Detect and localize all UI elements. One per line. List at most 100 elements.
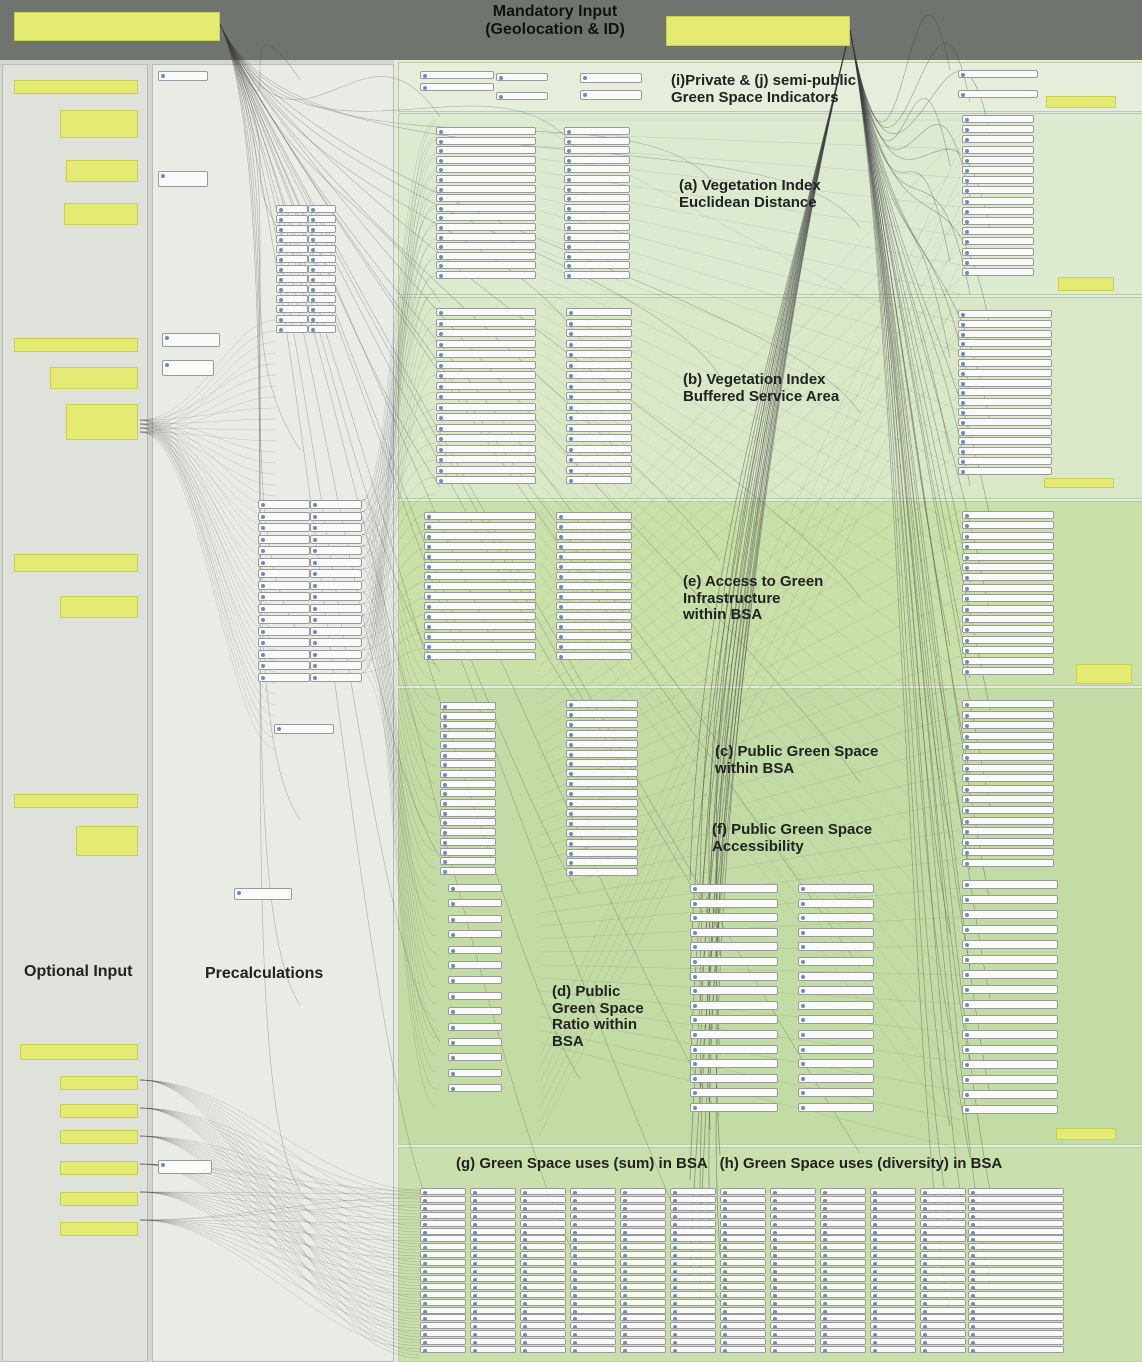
node-gs-uses[interactable]: [720, 1259, 766, 1267]
node-gs-uses[interactable]: [570, 1227, 616, 1235]
node-gs-uses[interactable]: [720, 1338, 766, 1346]
node-gs-uses[interactable]: [820, 1251, 866, 1259]
node-pgs-clip[interactable]: [440, 789, 496, 798]
node-ndvi-rename[interactable]: [564, 242, 630, 251]
node-gs-uses[interactable]: [420, 1195, 466, 1203]
node-gs-uses[interactable]: [470, 1298, 516, 1306]
node-gs-uses[interactable]: [520, 1306, 566, 1314]
node-gs-uses[interactable]: [570, 1203, 616, 1211]
node-ndvi-rename[interactable]: [564, 223, 630, 231]
node-ratio-calc[interactable]: [798, 913, 874, 923]
node-pgs-calc[interactable]: [566, 848, 638, 857]
node-area-join[interactable]: [690, 957, 778, 966]
node-ratio-field[interactable]: [962, 880, 1058, 889]
note-optional-input[interactable]: [50, 367, 138, 389]
node-gs-uses[interactable]: [620, 1338, 666, 1346]
node-buffer-calc[interactable]: [310, 557, 362, 567]
node-gs-diversity[interactable]: [968, 1188, 1064, 1195]
node-gs-uses[interactable]: [870, 1243, 916, 1251]
node-pgs-field[interactable]: [962, 837, 1054, 846]
node-gs-uses[interactable]: [770, 1211, 816, 1219]
node-gs-uses[interactable]: [420, 1259, 466, 1267]
node-bgs-join[interactable]: [424, 622, 536, 630]
node-gs-uses[interactable]: [420, 1290, 466, 1298]
node-gs-uses[interactable]: [420, 1243, 466, 1251]
node-gs-uses[interactable]: [720, 1243, 766, 1251]
node-sa-rename[interactable]: [566, 318, 632, 327]
node-gs-uses[interactable]: [720, 1330, 766, 1338]
node-gs-uses[interactable]: [920, 1274, 966, 1282]
node-gs-uses[interactable]: [920, 1235, 966, 1243]
node-pgs-clip[interactable]: [440, 818, 496, 827]
node-vegetation-calc[interactable]: [308, 225, 336, 233]
node-gs-uses[interactable]: [570, 1322, 616, 1330]
node-bgs-rename[interactable]: [556, 642, 632, 650]
node-ratio-field[interactable]: [962, 970, 1058, 979]
node-gs-uses[interactable]: [470, 1306, 516, 1314]
node-sa-field[interactable]: [958, 398, 1052, 407]
node-gs-uses[interactable]: [920, 1314, 966, 1322]
node-gs-uses[interactable]: [420, 1235, 466, 1243]
node-gs-uses[interactable]: [770, 1267, 816, 1274]
node-gs-uses[interactable]: [570, 1290, 616, 1298]
node-sa-field[interactable]: [958, 447, 1052, 456]
node-sa-join[interactable]: [436, 444, 536, 453]
node-gs-uses[interactable]: [520, 1290, 566, 1298]
node-bgs-rename[interactable]: [556, 562, 632, 570]
node-sa-field[interactable]: [958, 457, 1052, 465]
node-pgs-field[interactable]: [962, 763, 1054, 772]
node-bgs-field[interactable]: [962, 635, 1054, 644]
node-gs-uses[interactable]: [420, 1251, 466, 1259]
node-bgs-rename[interactable]: [556, 592, 632, 600]
node-gs-uses[interactable]: [620, 1259, 666, 1267]
node-gs-diversity[interactable]: [968, 1219, 1064, 1227]
node-precalc[interactable]: [162, 360, 214, 376]
node-vegetation-calc[interactable]: [308, 305, 336, 313]
node-ndvi-field[interactable]: [962, 206, 1034, 215]
node-precalc[interactable]: [158, 171, 208, 187]
node-bgs-field[interactable]: [962, 531, 1054, 540]
node-bsa-calc[interactable]: [448, 1053, 502, 1062]
node-gs-uses[interactable]: [670, 1306, 716, 1314]
node-precalc[interactable]: [274, 724, 334, 734]
node-sa-rename[interactable]: [566, 371, 632, 379]
node-gs-uses[interactable]: [820, 1203, 866, 1211]
node-sa-field[interactable]: [958, 319, 1052, 328]
node-buffer-calc[interactable]: [310, 626, 362, 636]
node-private-semi[interactable]: [580, 90, 642, 100]
node-gs-uses[interactable]: [620, 1219, 666, 1227]
node-gs-uses[interactable]: [920, 1338, 966, 1346]
node-sa-rename[interactable]: [566, 465, 632, 474]
node-gs-uses[interactable]: [520, 1282, 566, 1290]
node-bgs-join[interactable]: [424, 542, 536, 550]
node-gs-uses[interactable]: [820, 1290, 866, 1298]
node-gs-uses[interactable]: [720, 1195, 766, 1203]
node-vegetation-calc[interactable]: [308, 315, 336, 323]
node-ndvi-join[interactable]: [436, 194, 536, 203]
note-optional-input[interactable]: [60, 1222, 138, 1236]
node-ratio-field[interactable]: [962, 1105, 1058, 1114]
node-gs-uses[interactable]: [670, 1243, 716, 1251]
node-gs-diversity[interactable]: [968, 1314, 1064, 1322]
node-pgs-clip[interactable]: [440, 837, 496, 846]
node-ratio-field[interactable]: [962, 1075, 1058, 1084]
note-optional-input[interactable]: [66, 404, 138, 440]
node-gs-uses[interactable]: [570, 1243, 616, 1251]
node-gs-uses[interactable]: [470, 1290, 516, 1298]
node-bgs-join[interactable]: [424, 532, 536, 540]
node-gs-uses[interactable]: [520, 1346, 566, 1353]
node-area-join[interactable]: [690, 971, 778, 981]
node-pgs-calc[interactable]: [566, 759, 638, 768]
node-vegetation-calc[interactable]: [276, 215, 308, 223]
node-pgs-field[interactable]: [962, 742, 1054, 751]
node-bgs-rename[interactable]: [556, 572, 632, 580]
node-gs-uses[interactable]: [770, 1338, 816, 1346]
node-pgs-field[interactable]: [962, 774, 1054, 783]
node-private-semi[interactable]: [420, 83, 494, 91]
node-ndvi-join[interactable]: [436, 223, 536, 231]
node-ratio-field[interactable]: [962, 1060, 1058, 1069]
node-ndvi-field[interactable]: [962, 257, 1034, 266]
node-area-join[interactable]: [690, 913, 778, 923]
node-gs-uses[interactable]: [920, 1298, 966, 1306]
node-pgs-calc[interactable]: [566, 779, 638, 788]
